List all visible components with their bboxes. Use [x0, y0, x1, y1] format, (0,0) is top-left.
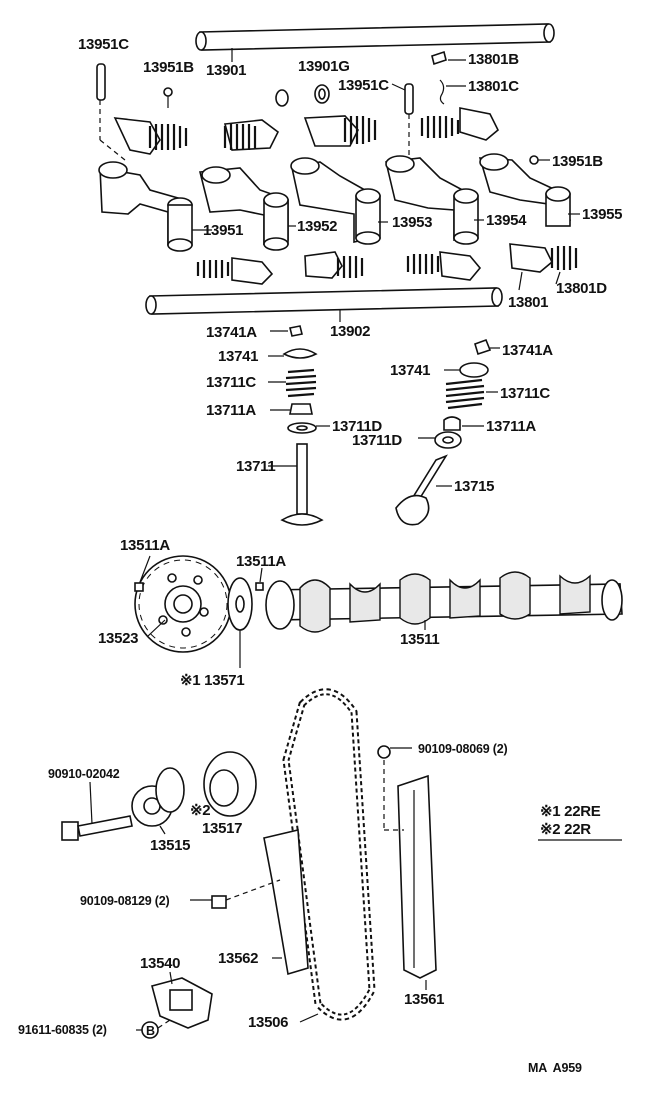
catalog-code: MA A959: [528, 1061, 582, 1075]
label-13571: ※1 13571: [180, 672, 244, 689]
label-13523: 13523: [98, 630, 138, 647]
rocker-shaft-upper: [195, 23, 555, 51]
label-13711: 13711: [236, 458, 275, 475]
ring-13901g: [275, 84, 330, 107]
bolt-90109-08129: [211, 895, 227, 909]
part-labels: 13951C 13951B 13901 13901G 13951C 13801B…: [18, 36, 623, 1038]
label-13951b-right: 13951B: [552, 153, 603, 170]
camshaft: [265, 571, 623, 633]
pin-13951c-top: [96, 63, 106, 101]
engine-legend: ※1 22RE ※2 22R: [538, 803, 622, 841]
valve-assembly-left: [280, 325, 324, 526]
label-13711a-left: 13711A: [206, 402, 256, 419]
label-13954: 13954: [486, 212, 527, 229]
valve-assembly-right: [395, 338, 492, 526]
legend-row-22re: ※1 22RE: [540, 803, 601, 820]
label-13711a-right: 13711A: [486, 418, 536, 435]
label-90910-02042: 90910-02042: [48, 767, 120, 781]
label-13741-right: 13741: [390, 362, 430, 379]
label-13952: 13952: [297, 218, 337, 235]
cam-sprocket: [134, 555, 232, 653]
label-13741-left: 13741: [218, 348, 258, 365]
label-13511a-left: 13511A: [120, 537, 170, 554]
chain-guide-right: [397, 774, 437, 979]
label-13953: 13953: [392, 214, 432, 231]
bolt-90109-08069: [377, 745, 412, 759]
bolt-13951b-top: [163, 87, 173, 108]
label-13801c: 13801C: [468, 78, 519, 95]
pin-13511a-right: [255, 582, 264, 591]
label-13540: 13540: [140, 955, 180, 972]
label-13951c-mid: 13951C: [338, 77, 389, 94]
label-13801: 13801: [508, 294, 548, 311]
label-13517-mark: ※2: [190, 802, 210, 819]
label-13506: 13506: [248, 1014, 288, 1031]
label-13562: 13562: [218, 950, 258, 967]
washer-13571: [227, 577, 253, 631]
label-bolt-mark-b: B: [146, 1024, 155, 1038]
timing-chain: [282, 688, 376, 1021]
label-13711c-left: 13711C: [206, 374, 256, 391]
label-13741a-right: 13741A: [502, 342, 553, 359]
chain-damper-left: [263, 829, 309, 976]
rocker-arm-row-upper: [113, 107, 499, 155]
pin-13511a-left: [134, 582, 144, 592]
label-13715: 13715: [454, 478, 494, 495]
rocker-support-row: [98, 153, 572, 252]
label-13801b: 13801B: [468, 51, 519, 68]
label-13711c-right: 13711C: [500, 385, 550, 402]
label-91611-60835: 91611-60835 (2): [18, 1023, 107, 1037]
leader-lines: [89, 59, 580, 1031]
chain-tensioner: [151, 977, 213, 1029]
legend-row-22r: ※2 22R: [540, 821, 591, 838]
label-13901g: 13901G: [298, 58, 350, 75]
label-90109-08129: 90109-08129 (2): [80, 894, 169, 908]
bolt-13951b-right: [529, 155, 550, 165]
label-13515: 13515: [150, 837, 190, 854]
bolt-90910-02042: [61, 815, 133, 841]
label-13517: 13517: [202, 820, 242, 837]
label-13951b-top: 13951B: [143, 59, 194, 76]
label-13511a-right: 13511A: [236, 553, 286, 570]
label-13741a-left: 13741A: [206, 324, 257, 341]
label-13511: 13511: [400, 631, 439, 648]
label-13901: 13901: [206, 62, 246, 79]
label-13955: 13955: [582, 206, 622, 223]
label-13902: 13902: [330, 323, 370, 340]
label-90109-08069: 90109-08069 (2): [418, 742, 507, 756]
label-13561: 13561: [404, 991, 444, 1008]
part-13801c: [439, 79, 445, 105]
pulley-13517: [203, 751, 257, 817]
label-13801d: 13801D: [556, 280, 607, 297]
pin-13951c-mid: [404, 83, 414, 115]
label-13711d-right: 13711D: [352, 432, 402, 449]
sprocket-13515: [131, 767, 185, 827]
rocker-shaft-lower: [145, 287, 503, 315]
label-13951c-top: 13951C: [78, 36, 129, 53]
label-13711d-left: 13711D: [332, 418, 382, 435]
label-13951: 13951: [203, 222, 243, 239]
part-13801b: [431, 50, 447, 66]
rocker-arm-row-lower: [196, 243, 578, 285]
